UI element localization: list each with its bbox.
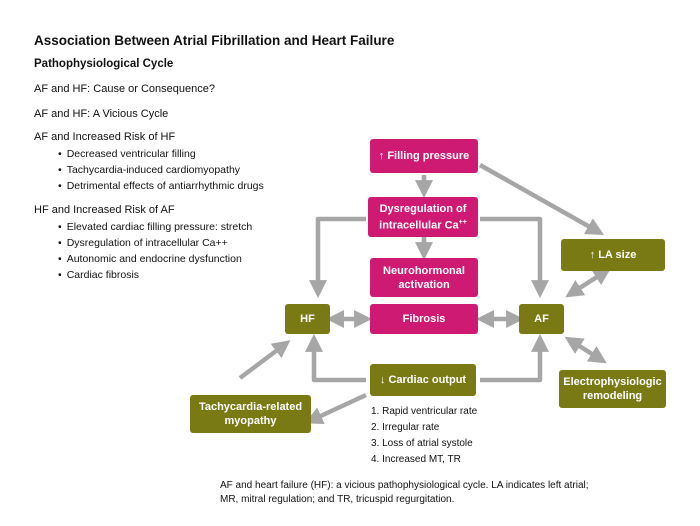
- arrow-output-to-hf: [305, 333, 366, 383]
- vicious-cycle-line: AF and HF: A Vicious Cycle: [34, 108, 169, 120]
- arrow-filling-to-la-size: [478, 163, 605, 235]
- list-item: 1. Rapid ventricular rate: [371, 406, 478, 417]
- list-item: 4. Increased MT, TR: [371, 454, 461, 465]
- dysregulation-sup: ++: [458, 218, 467, 226]
- list-item: Cardiac fibrosis: [58, 267, 252, 283]
- electrophysiologic-box: Electrophysiologic remodeling: [559, 370, 666, 408]
- dysregulation-box: Dysregulation of intracellular Ca++: [368, 197, 478, 237]
- la-size-box: ↑ LA size: [561, 239, 665, 271]
- tachy-line2: myopathy: [224, 415, 277, 427]
- figure-caption: AF and heart failure (HF): a vicious pat…: [220, 479, 640, 507]
- arrow-electro-af: [564, 336, 607, 364]
- af-label: AF: [534, 313, 549, 325]
- arrow-dysregulation-to-af: [480, 216, 549, 299]
- arrow-dysregulation-to-hf: [309, 216, 366, 299]
- filling-pressure-box: ↑ Filling pressure: [370, 139, 478, 173]
- cause-consequence-line: AF and HF: Cause or Consequence?: [34, 83, 215, 95]
- tachycardia-box: Tachycardia-related myopathy: [190, 395, 311, 433]
- caption-line2: MR, mitral regulation; and TR, tricuspid…: [220, 494, 455, 505]
- la-size-label: ↑ LA size: [589, 249, 637, 261]
- cardiac-output-label: ↓ Cardiac output: [379, 374, 467, 386]
- arrow-output-to-tachy: [304, 392, 367, 425]
- arrow-la-size-af: [565, 267, 612, 298]
- list-item: 2. Irregular rate: [371, 422, 440, 433]
- fibrosis-box: Fibrosis: [370, 304, 478, 334]
- arrow-tachy-to-hf: [238, 340, 291, 380]
- list-item: Decreased ventricular filling: [58, 146, 264, 162]
- af-hf-risk-heading: AF and Increased Risk of HF: [34, 131, 176, 143]
- list-item: Tachycardia-induced cardiomyopathy: [58, 162, 264, 178]
- tachy-line1: Tachycardia-related: [198, 401, 303, 413]
- caption-line1: AF and heart failure (HF): a vicious pat…: [220, 480, 589, 491]
- page-subtitle: Pathophysiological Cycle: [34, 58, 174, 70]
- arrow-output-to-af: [480, 333, 549, 383]
- fibrosis-label: Fibrosis: [402, 313, 446, 325]
- af-box: AF: [519, 304, 564, 334]
- page-title: Association Between Atrial Fibrillation …: [34, 33, 395, 48]
- filling-pressure-label: ↑ Filling pressure: [378, 150, 470, 162]
- tachycardia-label: Tachycardia-related myopathy: [199, 400, 302, 428]
- list-item: Dysregulation of intracellular Ca++: [58, 235, 252, 251]
- list-item: 3. Loss of atrial systole: [371, 438, 473, 449]
- cardiac-output-box: ↓ Cardiac output: [370, 364, 476, 396]
- electro-line2: remodeling: [582, 390, 643, 402]
- hf-af-risk-heading: HF and Increased Risk of AF: [34, 204, 175, 216]
- hf-label: HF: [300, 313, 315, 325]
- dysregulation-label: Dysregulation of intracellular Ca++: [379, 202, 467, 233]
- neurohormonal-line2: activation: [398, 278, 450, 291]
- hf-box: HF: [285, 304, 330, 334]
- hf-af-risk-list: Elevated cardiac filling pressure: stret…: [58, 219, 253, 283]
- dysregulation-line2: intracellular Ca: [379, 219, 459, 232]
- electro-line1: Electrophysiologic: [563, 376, 662, 388]
- neurohormonal-label: Neurohormonal activation: [383, 264, 465, 292]
- neurohormonal-box: Neurohormonal activation: [370, 258, 478, 297]
- af-hf-risk-list: Decreased ventricular filling Tachycardi…: [58, 146, 264, 194]
- list-item: Elevated cardiac filling pressure: stret…: [58, 219, 253, 235]
- consequences-list: 1. Rapid ventricular rate 2. Irregular r…: [371, 404, 477, 468]
- neurohormonal-line1: Neurohormonal: [383, 264, 465, 277]
- list-item: Detrimental effects of antiarrhythmic dr…: [58, 178, 264, 194]
- electrophysiologic-label: Electrophysiologic remodeling: [563, 375, 661, 403]
- list-item: Autonomic and endocrine dysfunction: [58, 251, 252, 267]
- dysregulation-line1: Dysregulation of: [379, 202, 467, 215]
